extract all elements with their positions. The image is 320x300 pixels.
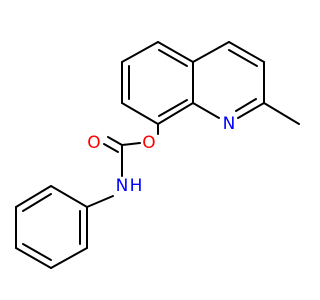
- bond-c2-n1-inner: [235, 98, 257, 112]
- bond-c4a-c4-inner: [158, 49, 188, 67]
- bond-oxygen-carbonyl: [121, 142, 141, 146]
- bond-nitrogen-phenyl: [86, 195, 114, 208]
- bond-c4a-c5: [121, 41, 159, 63]
- molecule-canvas: N O O N H: [15, 41, 300, 269]
- bond-ph2-ph3: [15, 185, 52, 208]
- bond-ph1-ph2: [50, 185, 88, 208]
- bond-carbonyl-double-a: [107, 136, 123, 146]
- molecule-structure: N O O N H: [15, 41, 300, 269]
- bond-ph4-ph5: [15, 247, 52, 269]
- bond-c2-methyl: [263, 102, 300, 125]
- amide-hydrogen-label: H: [130, 176, 143, 196]
- bond-n1-c8a: [192, 102, 220, 119]
- bond-ph2-ph3-inner: [22, 193, 52, 212]
- ring-nitrogen-label: N: [223, 114, 236, 134]
- bond-c4a-c4: [157, 41, 194, 63]
- bond-c4b-c3-inner: [228, 49, 258, 67]
- bond-c2-n1: [237, 102, 265, 119]
- bond-c4a-c4b: [192, 41, 230, 63]
- bond-ph4-ph5-inner: [22, 243, 52, 261]
- bond-c7-c8a: [157, 102, 194, 125]
- bond-carbonyl-double-b: [103, 143, 119, 153]
- bond-c4b-c3: [228, 41, 265, 63]
- amide-nitrogen-label: N: [116, 176, 129, 196]
- bond-c6-c7: [121, 102, 159, 125]
- bond-ph5-ph6: [50, 247, 88, 269]
- carbonyl-oxygen-label: O: [87, 133, 100, 153]
- bond-c7-c8a-inner: [158, 99, 188, 117]
- ester-oxygen-label: O: [142, 133, 155, 153]
